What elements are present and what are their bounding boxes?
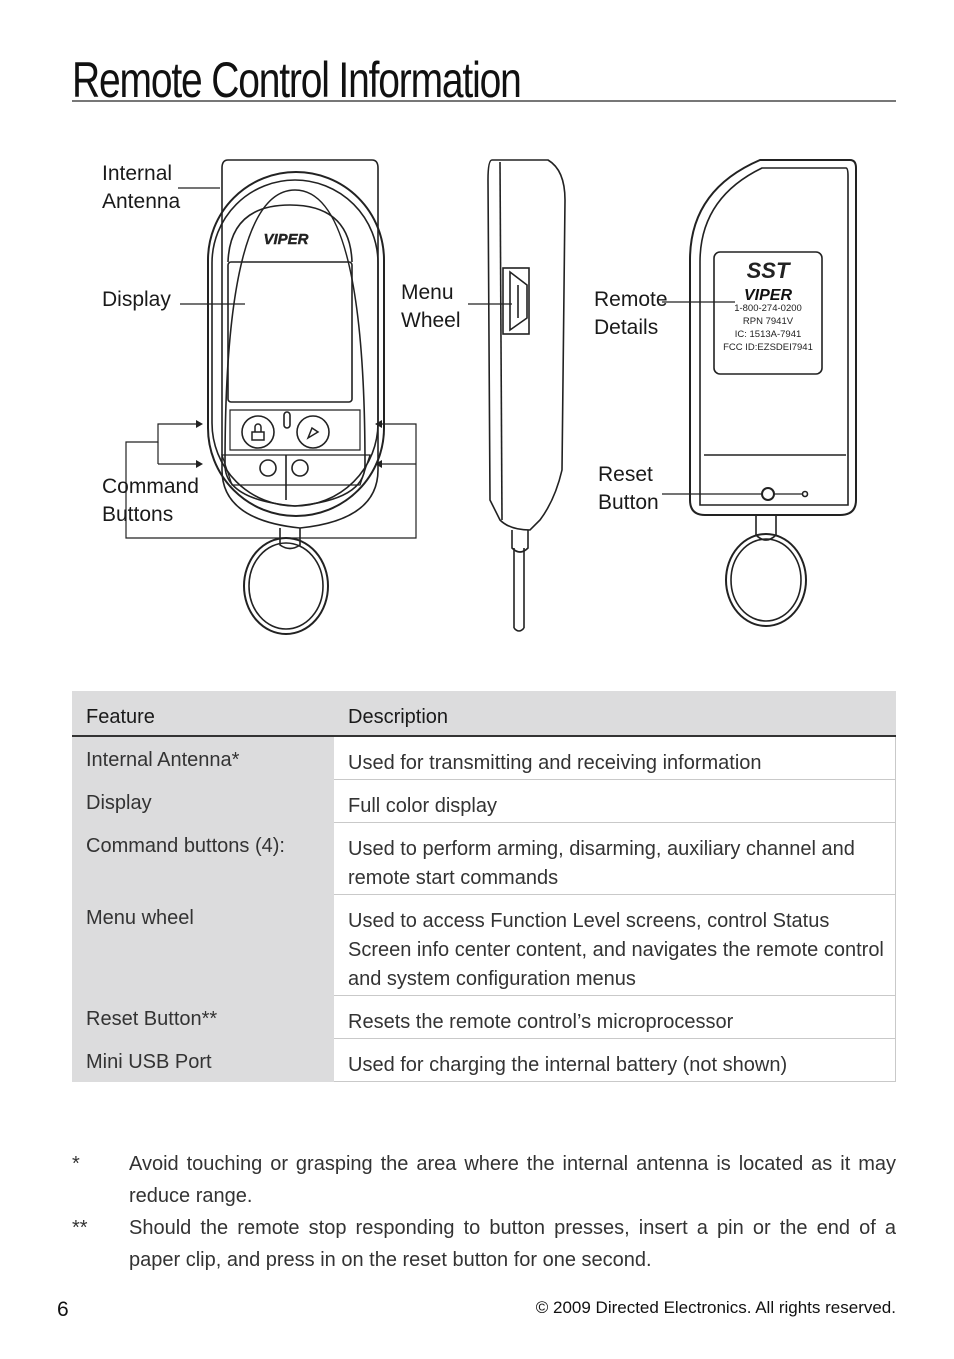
label-remote-details: Remote Details <box>594 288 668 339</box>
svg-text:VIPER: VIPER <box>744 287 792 304</box>
remote-illustration: VIPER SST VIPER <box>125 159 857 635</box>
remote-diagram: VIPER SST VIPER 1-800-274-0200 RPN 7941V <box>0 140 954 660</box>
label-internal-antenna: Internal Antenna <box>102 162 181 213</box>
label-menu-wheel: Menu Wheel <box>401 281 461 332</box>
table-row: Reset Button**Resets the remote control’… <box>72 996 896 1039</box>
copyright: © 2009 Directed Electronics. All rights … <box>535 1298 896 1317</box>
title-rule <box>72 100 896 102</box>
footnote-mark: ** <box>72 1217 88 1239</box>
description-cell: Used for charging the internal battery (… <box>334 1039 896 1082</box>
feature-cell: Display <box>72 780 334 823</box>
back-remote-body <box>689 159 857 516</box>
table-row: Command buttons (4):Used to perform armi… <box>72 823 896 895</box>
footnotes: * Avoid touching or grasping the area wh… <box>72 1148 896 1276</box>
detail-rpn: RPN 7941V <box>742 316 794 327</box>
feature-cell: Menu wheel <box>72 895 334 996</box>
feature-cell: Command buttons (4): <box>72 823 334 895</box>
label-reset-button: Reset Button <box>598 463 659 514</box>
description-cell: Resets the remote control’s microprocess… <box>334 996 896 1039</box>
table-header: Feature Description <box>72 691 896 737</box>
description-cell: Full color display <box>334 780 896 823</box>
feature-cell: Reset Button** <box>72 996 334 1039</box>
page-number: 6 <box>57 1298 69 1321</box>
feature-cell: Mini USB Port <box>72 1039 334 1082</box>
footnote-mark: * <box>72 1153 80 1175</box>
footnote: ** Should the remote stop responding to … <box>72 1212 896 1276</box>
svg-text:VIPER: VIPER <box>263 231 308 248</box>
footnote: * Avoid touching or grasping the area wh… <box>72 1148 896 1212</box>
front-remote-body <box>221 159 379 529</box>
header-feature: Feature <box>86 706 155 728</box>
description-cell: Used to access Function Level screens, c… <box>334 895 896 996</box>
side-remote-body <box>487 159 566 531</box>
description-cell: Used to perform arming, disarming, auxil… <box>334 823 896 895</box>
label-command-buttons: Command Buttons <box>102 475 199 526</box>
back-label <box>713 251 823 375</box>
feature-table: Feature Description Internal Antenna*Use… <box>72 691 896 1082</box>
footnote-text: Avoid touching or grasping the area wher… <box>129 1153 896 1207</box>
back-details-block: 1-800-274-0200 RPN 7941V IC: 1513A-7941 … <box>716 302 820 354</box>
detail-fcc: FCC ID:EZSDEI7941 <box>723 342 813 353</box>
detail-ic: IC: 1513A-7941 <box>734 329 802 340</box>
table-row: Internal Antenna*Used for transmitting a… <box>72 737 896 780</box>
page-title: Remote Control Information <box>72 52 522 108</box>
detail-phone: 1-800-274-0200 <box>734 303 802 314</box>
feature-cell: Internal Antenna* <box>72 737 334 780</box>
svg-text:SST: SST <box>747 258 791 283</box>
header-description: Description <box>348 706 449 728</box>
footnote-text: Should the remote stop responding to but… <box>129 1217 896 1271</box>
description-cell: Used for transmitting and receiving info… <box>334 737 896 780</box>
side-menu-wheel <box>502 267 530 335</box>
front-screen <box>227 261 353 403</box>
label-display: Display <box>102 288 171 311</box>
